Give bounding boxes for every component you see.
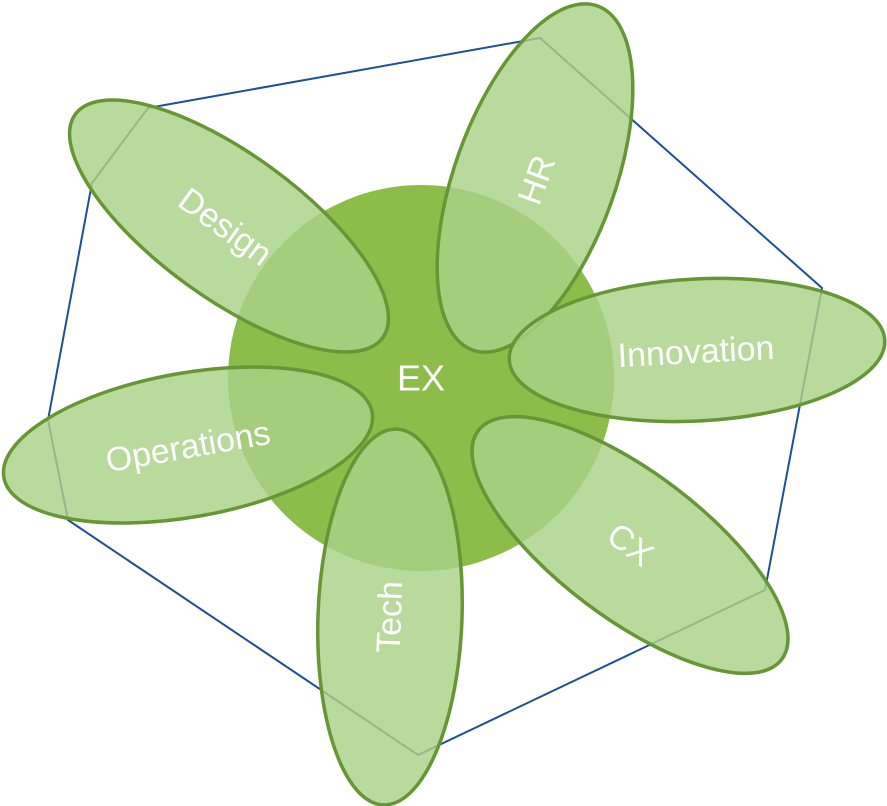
petal-operations-shape (1, 365, 375, 525)
petal-cx-shape (470, 414, 790, 676)
petal-tech-shape (315, 427, 465, 806)
petal-hr-shape (435, 2, 635, 354)
petal-cx (470, 414, 790, 676)
petal-design-shape (67, 98, 391, 354)
petal-label-innovation: Innovation (617, 329, 776, 375)
petal-design (67, 98, 391, 354)
petal-innovation-shape (507, 276, 887, 424)
petal-operations (1, 365, 375, 525)
petal-hr (435, 2, 635, 354)
petal-label-tech: Tech (370, 580, 410, 653)
petal-innovation (507, 276, 887, 424)
petal-tech (315, 427, 465, 806)
center-label: EX (397, 358, 445, 399)
